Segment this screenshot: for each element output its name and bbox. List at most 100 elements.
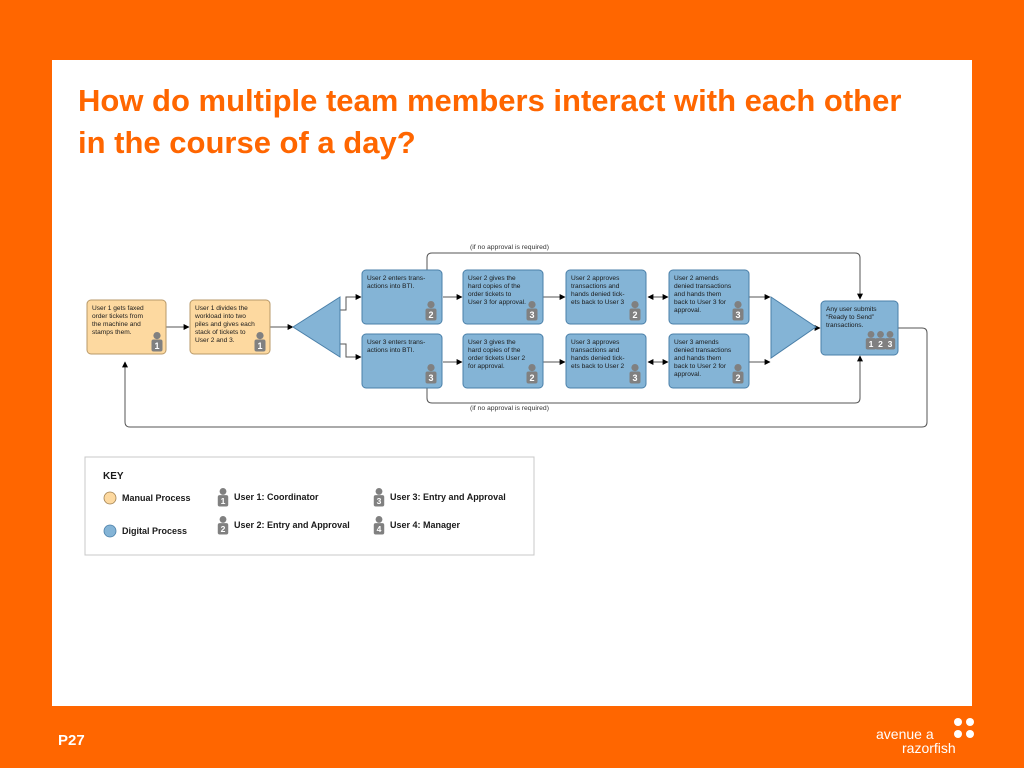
user-icon: 3 xyxy=(526,301,538,321)
box-text-line: denied transactions xyxy=(674,283,732,290)
box-text-line: approval. xyxy=(674,371,701,378)
user-icon: 1 xyxy=(151,332,163,352)
box-text-line: hands denied tick- xyxy=(571,355,625,362)
return-loop-line xyxy=(122,327,928,428)
digital-process-swatch xyxy=(103,524,117,538)
box-text-line: ets back to User 2 xyxy=(571,363,624,370)
box-text-line: and hands them xyxy=(674,355,722,362)
brand-line-2: razorfish xyxy=(902,740,956,756)
box-text-line: order tickets to xyxy=(468,291,512,298)
user-number: 1 xyxy=(221,496,226,506)
box-text-line: User 2 gives the xyxy=(468,275,516,282)
user-icon: 2 xyxy=(526,364,538,384)
digital-step-bottom-1: User 3 enters trans-actions into BTI. xyxy=(361,333,443,389)
box-text-line: User 1 divides the xyxy=(195,305,248,312)
box-text-line: back to User 2 for xyxy=(674,363,727,370)
user-icon: 1 xyxy=(217,488,229,507)
user-number: 4 xyxy=(377,524,382,534)
user-icon: 2 xyxy=(875,331,886,350)
box-text-line: User 1 gets faxed xyxy=(92,305,144,312)
user-icon: 3 xyxy=(425,364,437,384)
key-user-list: 1 User 1: Coordinator 2 User 2: Entry and A… xyxy=(217,488,506,535)
user-icon: 1 xyxy=(254,332,266,352)
key-user-label: User 3: Entry and Approval xyxy=(390,492,506,502)
box-text-line: User 2 and 3. xyxy=(195,337,235,344)
bottom-bypass-note: (if no approval is required) xyxy=(470,405,549,412)
box-text-line: transactions. xyxy=(826,322,864,329)
bottom-bypass-line xyxy=(426,355,863,404)
box-text-line: approval. xyxy=(674,307,701,314)
box-text-line: User 2 approves xyxy=(571,275,620,282)
brand-logo: avenue a razorfish xyxy=(876,718,986,758)
user-number: 1 xyxy=(869,339,874,349)
box-text-line: “Ready to Send” xyxy=(826,314,874,321)
box-text-line: ets back to User 3 xyxy=(571,299,624,306)
user-number: 2 xyxy=(632,310,637,320)
user-number: 2 xyxy=(221,524,226,534)
user-icon: 2 xyxy=(425,301,437,321)
arrow-split-top xyxy=(340,294,362,311)
box-text-line: order tickets User 2 xyxy=(468,355,525,362)
box-text-line: User 3 approves xyxy=(571,339,620,346)
box-text-line: User 2 enters trans- xyxy=(367,275,425,282)
box-text-line: back to User 3 for xyxy=(674,299,727,306)
box-text-line: User 3 for approval. xyxy=(468,299,526,306)
box-text-line: stack of tickets to xyxy=(195,329,246,336)
user-icon: 3 xyxy=(373,488,385,507)
box-text-line: transactions and xyxy=(571,283,620,290)
user-icon: 1 xyxy=(865,331,877,350)
page-number: P27 xyxy=(58,732,85,749)
box-text-line: stamps them. xyxy=(92,329,132,336)
box-text-line: hard copies of the xyxy=(468,283,521,290)
user-number: 3 xyxy=(377,496,382,506)
box-text-line: piles and gives each xyxy=(195,321,255,328)
user-icon: 2 xyxy=(217,516,229,535)
box-text-line: User 3 gives the xyxy=(468,339,516,346)
top-bypass-line xyxy=(426,252,863,300)
top-bypass-note: (if no approval is required) xyxy=(470,244,549,251)
box-text-line: and hands them xyxy=(674,291,722,298)
box-text-line: workload into two xyxy=(194,313,246,320)
box-text-line: Any user submits xyxy=(826,306,877,313)
manual-process-label: Manual Process xyxy=(122,493,191,503)
user-icon: 4 xyxy=(373,516,385,535)
box-text-line: for approval. xyxy=(468,363,505,370)
user-icon: 3 xyxy=(629,364,641,384)
key-heading: KEY xyxy=(103,471,124,482)
split-triangle xyxy=(292,296,341,358)
box-text-line: User 3 enters trans- xyxy=(367,339,425,346)
key-user-label: User 2: Entry and Approval xyxy=(234,520,350,530)
key-user-label: User 4: Manager xyxy=(390,520,461,530)
connector-lines xyxy=(122,252,928,428)
user-icon: 3 xyxy=(884,331,896,350)
user-number: 3 xyxy=(529,310,534,320)
user-icon: 2 xyxy=(629,301,641,321)
box-text-line: order tickets from xyxy=(92,313,143,320)
digital-step-top-1: User 2 enters trans-actions into BTI. xyxy=(361,269,443,325)
box-text-line: the machine and xyxy=(92,321,141,328)
user-number: 2 xyxy=(529,373,534,383)
user-number: 3 xyxy=(428,373,433,383)
user-number: 2 xyxy=(878,339,883,349)
box-text-line: hands denied tick- xyxy=(571,291,625,298)
user-number: 3 xyxy=(735,310,740,320)
user-number: 2 xyxy=(428,310,433,320)
box-text-line: denied transactions xyxy=(674,347,732,354)
key-frame xyxy=(84,456,535,556)
box-text-line: User 3 amends xyxy=(674,339,719,346)
box-text-line: actions into BTI. xyxy=(367,347,414,354)
user-number: 1 xyxy=(154,341,159,351)
merge-triangle xyxy=(770,296,817,359)
key-user-label: User 1: Coordinator xyxy=(234,492,319,502)
user-icon: 2 xyxy=(732,364,744,384)
